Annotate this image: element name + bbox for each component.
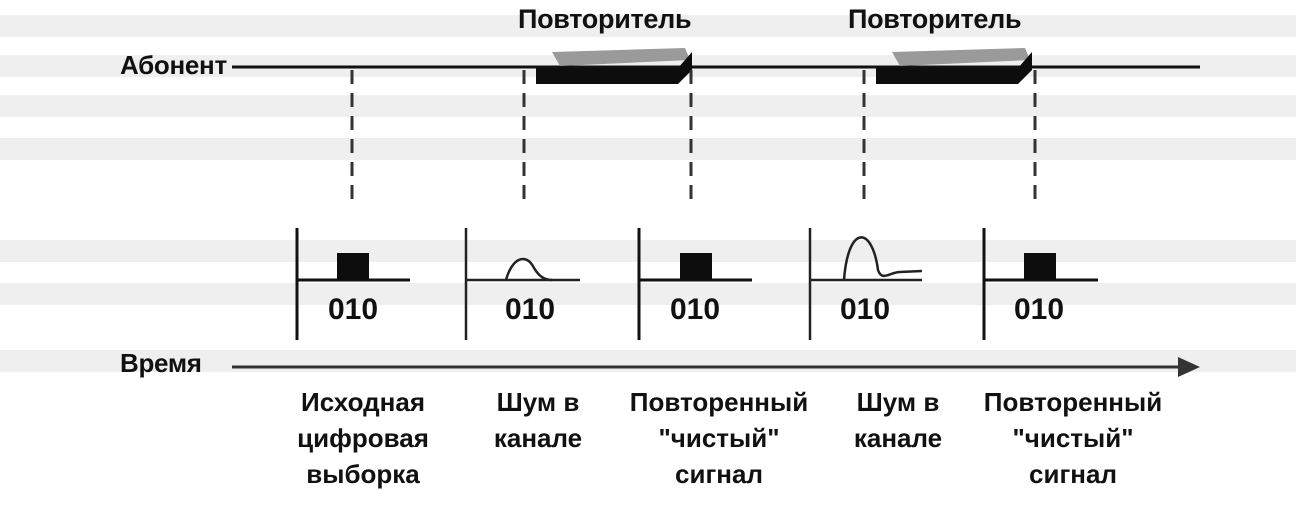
repeater-label-2: Повторитель — [848, 4, 1022, 34]
sample-panel-1 — [295, 228, 410, 340]
sample-caption-3: Повторенный "чистый" сигнал — [629, 387, 809, 489]
sample-panel-3 — [637, 228, 752, 340]
sample-caption-1: Исходная цифровая выборка — [297, 387, 429, 489]
sample-panel-2 — [464, 228, 580, 340]
sample-code-4: 010 — [839, 293, 891, 326]
sample-caption-2: Шум в канале — [493, 387, 583, 453]
sample-panel-4 — [808, 228, 923, 340]
repeater-label-1: Повторитель — [518, 4, 692, 34]
sample-caption-4: Шум в канале — [853, 387, 943, 453]
time-axis — [232, 357, 1200, 377]
repeater-block-1 — [536, 48, 692, 84]
repeater-block-2 — [876, 48, 1032, 84]
sample-code-1: 010 — [327, 293, 379, 326]
sample-caption-5: Повторенный "чистый" сигнал — [983, 387, 1163, 489]
sample-code-2: 010 — [504, 293, 556, 326]
time-axis-label: Время — [120, 348, 202, 378]
sample-code-3: 010 — [669, 293, 721, 326]
sample-code-5: 010 — [1013, 293, 1065, 326]
sample-panel-5 — [982, 228, 1098, 340]
subscriber-label: Абонент — [120, 50, 227, 80]
